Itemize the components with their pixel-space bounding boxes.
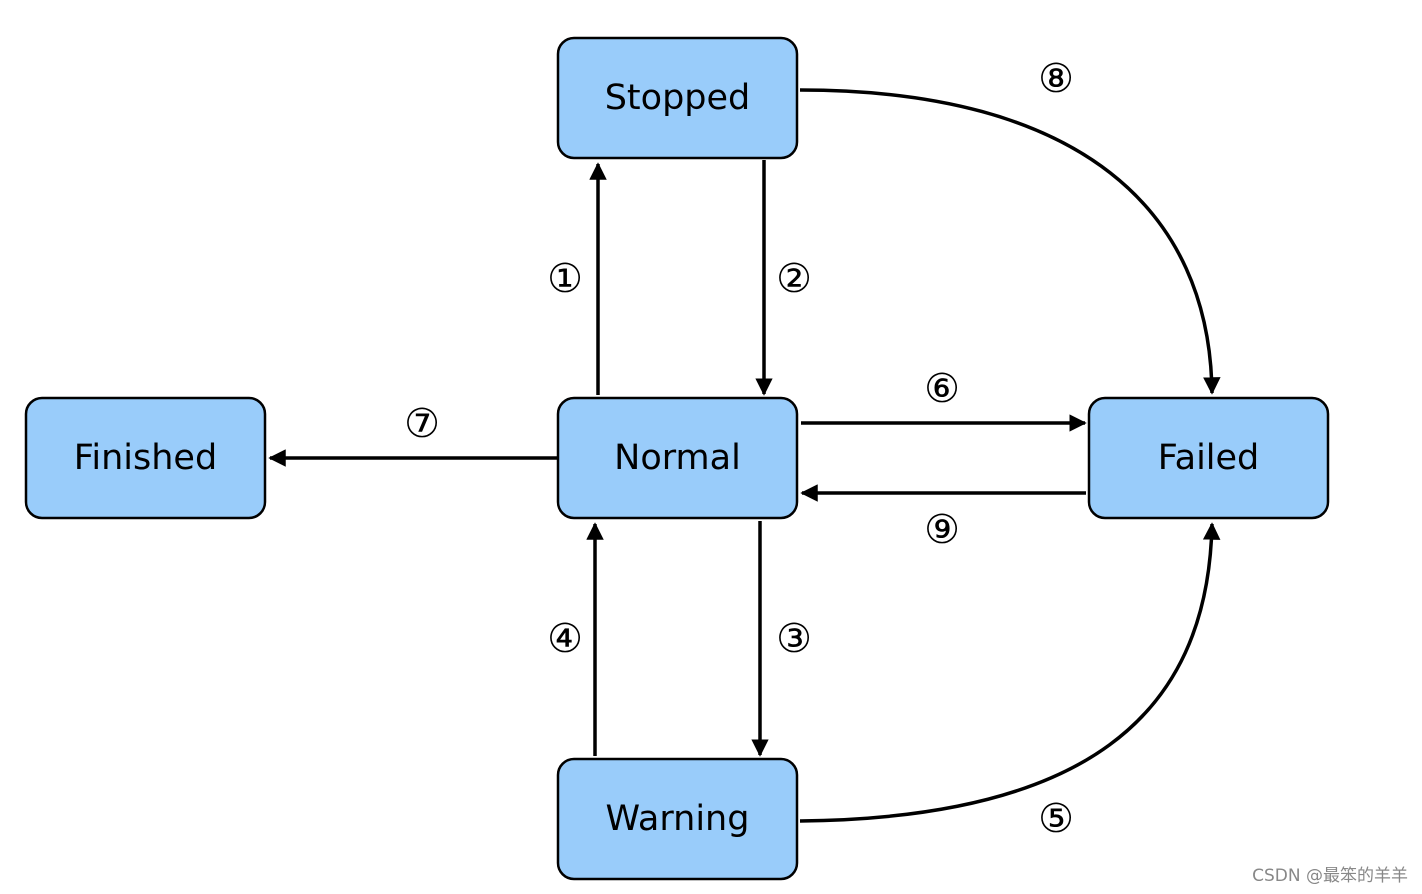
- node-normal-label: Normal: [614, 438, 741, 478]
- edge-label-3: ③: [776, 616, 812, 662]
- node-stopped-label: Stopped: [605, 78, 751, 118]
- edge-label-9: ⑨: [924, 507, 960, 553]
- edge-label-1: ①: [547, 256, 583, 302]
- node-warning-label: Warning: [606, 799, 750, 839]
- edge-stopped-to-failed: [799, 88, 1221, 395]
- node-finished-label: Finished: [74, 438, 217, 478]
- edge-label-4: ④: [547, 616, 583, 662]
- edge-label-5: ⑤: [1038, 796, 1074, 842]
- node-warning: Warning: [556, 757, 799, 881]
- node-failed-label: Failed: [1158, 438, 1260, 478]
- watermark: CSDN @最笨的羊羊: [1252, 866, 1408, 886]
- edge-label-8: ⑧: [1038, 56, 1074, 102]
- edge-label-6: ⑥: [924, 366, 960, 412]
- node-stopped: Stopped: [556, 36, 799, 160]
- edge-label-7: ⑦: [404, 401, 440, 447]
- node-failed: Failed: [1087, 396, 1330, 520]
- edge-label-2: ②: [776, 256, 812, 302]
- node-finished: Finished: [24, 396, 267, 520]
- node-normal: Normal: [556, 396, 799, 520]
- edge-warning-to-failed: [799, 522, 1221, 823]
